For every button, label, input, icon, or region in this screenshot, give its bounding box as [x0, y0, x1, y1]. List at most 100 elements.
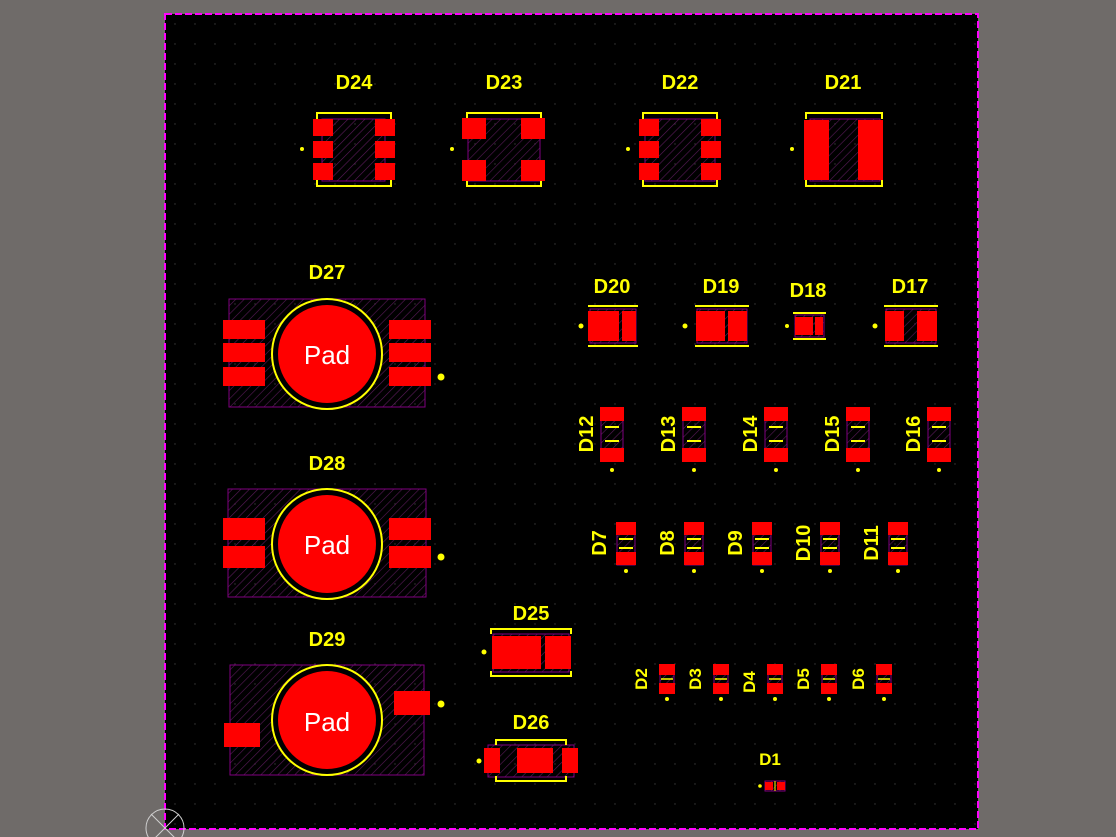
- pad[interactable]: [917, 311, 937, 341]
- pad[interactable]: [223, 546, 265, 568]
- component-d22[interactable]: D22: [626, 72, 721, 187]
- pad[interactable]: [389, 320, 431, 339]
- pad[interactable]: [696, 311, 725, 341]
- pad[interactable]: [484, 748, 500, 773]
- component-d28[interactable]: Pad D28: [223, 453, 445, 600]
- pad[interactable]: [517, 748, 553, 773]
- component-d1[interactable]: D1: [758, 750, 786, 792]
- component-d19[interactable]: D19: [682, 276, 750, 347]
- pad[interactable]: [462, 160, 486, 181]
- pad[interactable]: [927, 448, 951, 462]
- component-d12[interactable]: D12: [576, 407, 624, 472]
- pad[interactable]: [927, 407, 951, 421]
- pad[interactable]: [888, 552, 908, 565]
- pad[interactable]: [600, 448, 624, 462]
- component-d5[interactable]: D5: [794, 664, 837, 701]
- pad[interactable]: [223, 367, 265, 386]
- component-d11[interactable]: D11: [861, 522, 908, 573]
- pad[interactable]: [846, 407, 870, 421]
- component-d15[interactable]: D15: [822, 407, 870, 472]
- pad[interactable]: [846, 448, 870, 462]
- pad[interactable]: [795, 317, 813, 335]
- component-d6[interactable]: D6: [849, 664, 892, 701]
- pad[interactable]: [728, 311, 747, 341]
- component-d23[interactable]: D23: [450, 72, 545, 187]
- pad[interactable]: [659, 664, 675, 675]
- pad[interactable]: [701, 119, 721, 136]
- pad[interactable]: [820, 552, 840, 565]
- component-d29[interactable]: Pad D29: [224, 629, 445, 776]
- pad[interactable]: [375, 119, 395, 136]
- pad[interactable]: [223, 320, 265, 339]
- pad[interactable]: [389, 367, 431, 386]
- thermal-pad[interactable]: [278, 671, 376, 769]
- pad[interactable]: [684, 522, 704, 535]
- pad[interactable]: [223, 343, 265, 362]
- pad[interactable]: [616, 522, 636, 535]
- pad[interactable]: [713, 664, 729, 675]
- pad[interactable]: [752, 552, 772, 565]
- pad[interactable]: [313, 119, 333, 136]
- pad[interactable]: [545, 636, 571, 669]
- component-d26[interactable]: D26: [476, 712, 579, 782]
- pad[interactable]: [752, 522, 772, 535]
- pad[interactable]: [375, 141, 395, 158]
- pad[interactable]: [375, 163, 395, 180]
- component-d9[interactable]: D9: [725, 522, 772, 573]
- component-d16[interactable]: D16: [903, 407, 951, 472]
- pad[interactable]: [888, 522, 908, 535]
- pad[interactable]: [394, 691, 430, 715]
- pad[interactable]: [659, 683, 675, 694]
- pad[interactable]: [462, 118, 486, 139]
- pad[interactable]: [389, 546, 431, 568]
- pad[interactable]: [885, 311, 904, 341]
- component-d3[interactable]: D3: [686, 664, 729, 701]
- pad[interactable]: [764, 407, 788, 421]
- pad[interactable]: [639, 163, 659, 180]
- pad[interactable]: [562, 748, 578, 773]
- component-d21[interactable]: D21: [790, 72, 883, 187]
- pad[interactable]: [588, 311, 619, 341]
- pad[interactable]: [682, 407, 706, 421]
- component-d27[interactable]: Pad D27: [223, 262, 445, 410]
- pad[interactable]: [639, 119, 659, 136]
- pad[interactable]: [767, 664, 783, 675]
- pad[interactable]: [777, 782, 785, 790]
- pad[interactable]: [876, 683, 892, 694]
- pad[interactable]: [224, 723, 260, 747]
- pad[interactable]: [389, 343, 431, 362]
- component-d17[interactable]: D17: [872, 276, 939, 347]
- thermal-pad[interactable]: [278, 495, 376, 593]
- component-d25[interactable]: D25: [481, 603, 572, 677]
- component-d10[interactable]: D10: [793, 522, 840, 573]
- pad[interactable]: [701, 163, 721, 180]
- pad[interactable]: [701, 141, 721, 158]
- pad[interactable]: [600, 407, 624, 421]
- pad[interactable]: [820, 522, 840, 535]
- pad[interactable]: [821, 683, 837, 694]
- pad[interactable]: [389, 518, 431, 540]
- pad[interactable]: [821, 664, 837, 675]
- pad[interactable]: [622, 311, 636, 341]
- component-d14[interactable]: D14: [740, 407, 788, 472]
- component-d18[interactable]: D18: [785, 280, 826, 340]
- component-d13[interactable]: D13: [658, 407, 706, 472]
- pad[interactable]: [682, 448, 706, 462]
- pad[interactable]: [765, 782, 773, 790]
- pad[interactable]: [313, 141, 333, 158]
- pad[interactable]: [815, 317, 823, 335]
- component-d7[interactable]: D7: [589, 522, 636, 573]
- pad[interactable]: [764, 448, 788, 462]
- pad[interactable]: [858, 120, 883, 180]
- pad[interactable]: [492, 636, 541, 669]
- pad[interactable]: [767, 683, 783, 694]
- pad[interactable]: [616, 552, 636, 565]
- pad[interactable]: [223, 518, 265, 540]
- component-d8[interactable]: D8: [657, 522, 704, 573]
- component-d24[interactable]: D24: [300, 72, 395, 187]
- pad[interactable]: [876, 664, 892, 675]
- pad[interactable]: [684, 552, 704, 565]
- component-d2[interactable]: D2: [632, 664, 675, 701]
- pad[interactable]: [521, 118, 545, 139]
